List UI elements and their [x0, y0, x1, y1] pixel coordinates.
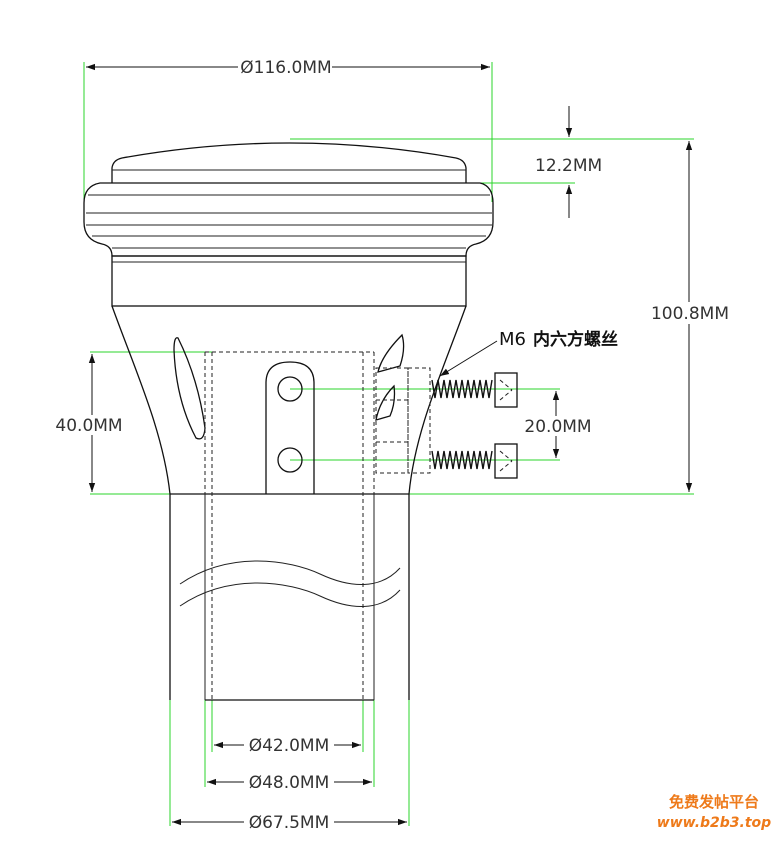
- watermark-line1: 免费发帖平台: [669, 793, 759, 811]
- screw-callout: M6 内六方螺丝: [499, 329, 618, 350]
- tube: [169, 494, 410, 701]
- hidden-tube-lines: [204, 351, 431, 700]
- screw-upper: [431, 372, 518, 408]
- thread-size-label: M6: [499, 329, 526, 350]
- total-height-label: 100.8MM: [651, 304, 729, 324]
- extension-lines: [83, 62, 694, 826]
- cap-height-label: 12.2MM: [535, 156, 602, 176]
- clamp-height-label: 40.0MM: [55, 416, 122, 436]
- dimension-lines: [86, 63, 693, 826]
- dimension-labels: Ø116.0MM 12.2MM 100.8MM 40.0MM 20.0MM Ø4…: [52, 58, 732, 833]
- watermark: 免费发帖平台 www.b2b3.top: [657, 793, 771, 831]
- screw-lower: [431, 443, 518, 479]
- screw-spacing-label: 20.0MM: [524, 417, 591, 437]
- base-diameter-label: Ø67.5MM: [249, 813, 330, 833]
- inner-diameter-label: Ø42.0MM: [249, 736, 330, 756]
- top-diameter-label: Ø116.0MM: [240, 58, 331, 78]
- knob-body: [83, 142, 494, 495]
- tube-diameter-label: Ø48.0MM: [249, 773, 330, 793]
- screw-type-label: 内六方螺丝: [533, 329, 618, 350]
- watermark-line2: www.b2b3.top: [657, 815, 771, 831]
